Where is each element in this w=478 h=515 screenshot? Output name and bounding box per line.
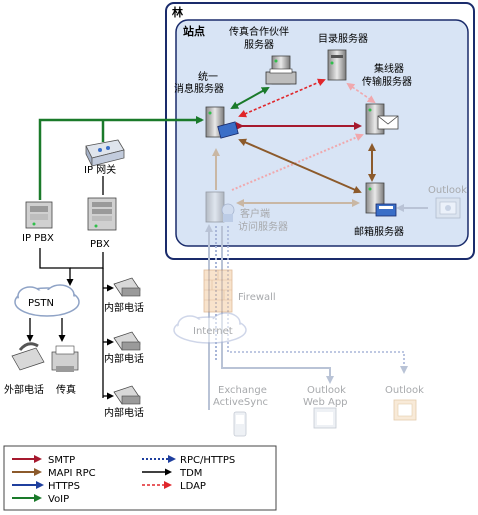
tdm-pbx-pstn [70,252,104,269]
internal-phone-icon[interactable] [113,385,141,405]
fax-partner-server-icon[interactable] [265,55,297,85]
svg-text:RPC/HTTPS: RPC/HTTPS [180,455,235,466]
um-server-icon[interactable] [205,106,239,139]
mobile-device-icon[interactable] [233,411,247,437]
um-label-2: 消息服务器 [174,82,224,95]
ip-pbx-icon[interactable] [25,201,53,229]
cas-label-2: 访问服务器 [238,220,288,233]
hub-label-1: 集线器 [374,62,404,75]
ip-gateway-label: IP 网关 [84,163,116,176]
internet-cloud-icon [173,312,247,344]
svg-text:SMTP: SMTP [48,455,75,466]
directory-server-icon[interactable] [327,49,347,81]
outlook-external-label: Outlook [385,385,424,396]
svg-text:VoIP: VoIP [48,494,69,505]
legend-mapi: MAPI RPC [12,468,96,479]
ip-pbx-label: IP PBX [22,233,54,244]
um-mailbox-mapi [238,138,362,194]
pbx-label: PBX [90,239,110,250]
owa-browser-icon[interactable] [313,407,337,429]
outlook-internal-label: Outlook [428,185,467,196]
pbx-icon[interactable] [87,197,117,231]
fax-machine-icon[interactable] [51,345,79,372]
owa-label-1: Outlook [307,385,346,396]
outlook-ext-line [227,226,408,374]
legend-https: HTTPS [12,481,80,492]
outlook-internal-icon[interactable] [435,197,461,219]
voip-ippbx-um [38,116,204,200]
um-directory-ldap [238,78,326,118]
ip-gateway-icon[interactable] [85,139,125,167]
external-phone-label: 外部电话 [4,383,44,396]
internal-phone-label-3: 内部电话 [104,406,144,419]
external-phone-icon[interactable] [11,342,45,371]
internal-phone-icon[interactable] [113,277,141,297]
legend-tdm: TDM [142,468,202,479]
activesync-label-2: ActiveSync [213,397,268,408]
mailbox-server-icon[interactable] [365,182,397,217]
legend-smtp: SMTP [12,455,75,466]
firewall-icon [203,269,233,313]
fax-label: 传真 [56,383,76,396]
legend-voip: VoIP [12,494,69,505]
owa-label-2: Web App [303,397,348,408]
outlook-external-icon[interactable] [393,399,417,421]
svg-text:MAPI RPC: MAPI RPC [48,468,96,479]
legend-ldap: LDAP [142,481,206,492]
fax-partner-label-1: 传真合作伙伴 [229,25,289,38]
firewall-label: Firewall [238,292,276,303]
internal-phone-icon[interactable] [113,331,141,351]
hub-server-icon[interactable] [365,103,399,135]
legend-box [3,445,277,511]
directory-hub-ldap [346,82,376,104]
cas-server-icon[interactable] [205,191,235,223]
fax-partner-label-2: 服务器 [244,38,274,51]
tdm-ippbx-pstn [39,248,74,286]
pstn-cloud-icon [14,284,80,317]
hub-label-2: 传输服务器 [362,75,412,88]
um-label-1: 统一 [198,70,218,83]
svg-text:LDAP: LDAP [180,481,206,492]
forest-label: 林 [172,5,183,19]
internal-phone-label-1: 内部电话 [104,301,144,314]
directory-label: 目录服务器 [318,32,368,45]
internet-label: Internet [193,326,233,337]
legend-rpc-https: RPC/HTTPS [142,455,235,466]
cas-label-1: 客户端 [240,207,270,220]
pstn-label: PSTN [28,298,54,309]
svg-text:TDM: TDM [179,468,202,479]
internal-phone-label-2: 内部电话 [104,352,144,365]
activesync-label-1: Exchange [218,385,267,396]
mailbox-label: 邮箱服务器 [354,225,404,238]
site-label: 站点 [183,24,205,38]
svg-text:HTTPS: HTTPS [48,481,80,492]
